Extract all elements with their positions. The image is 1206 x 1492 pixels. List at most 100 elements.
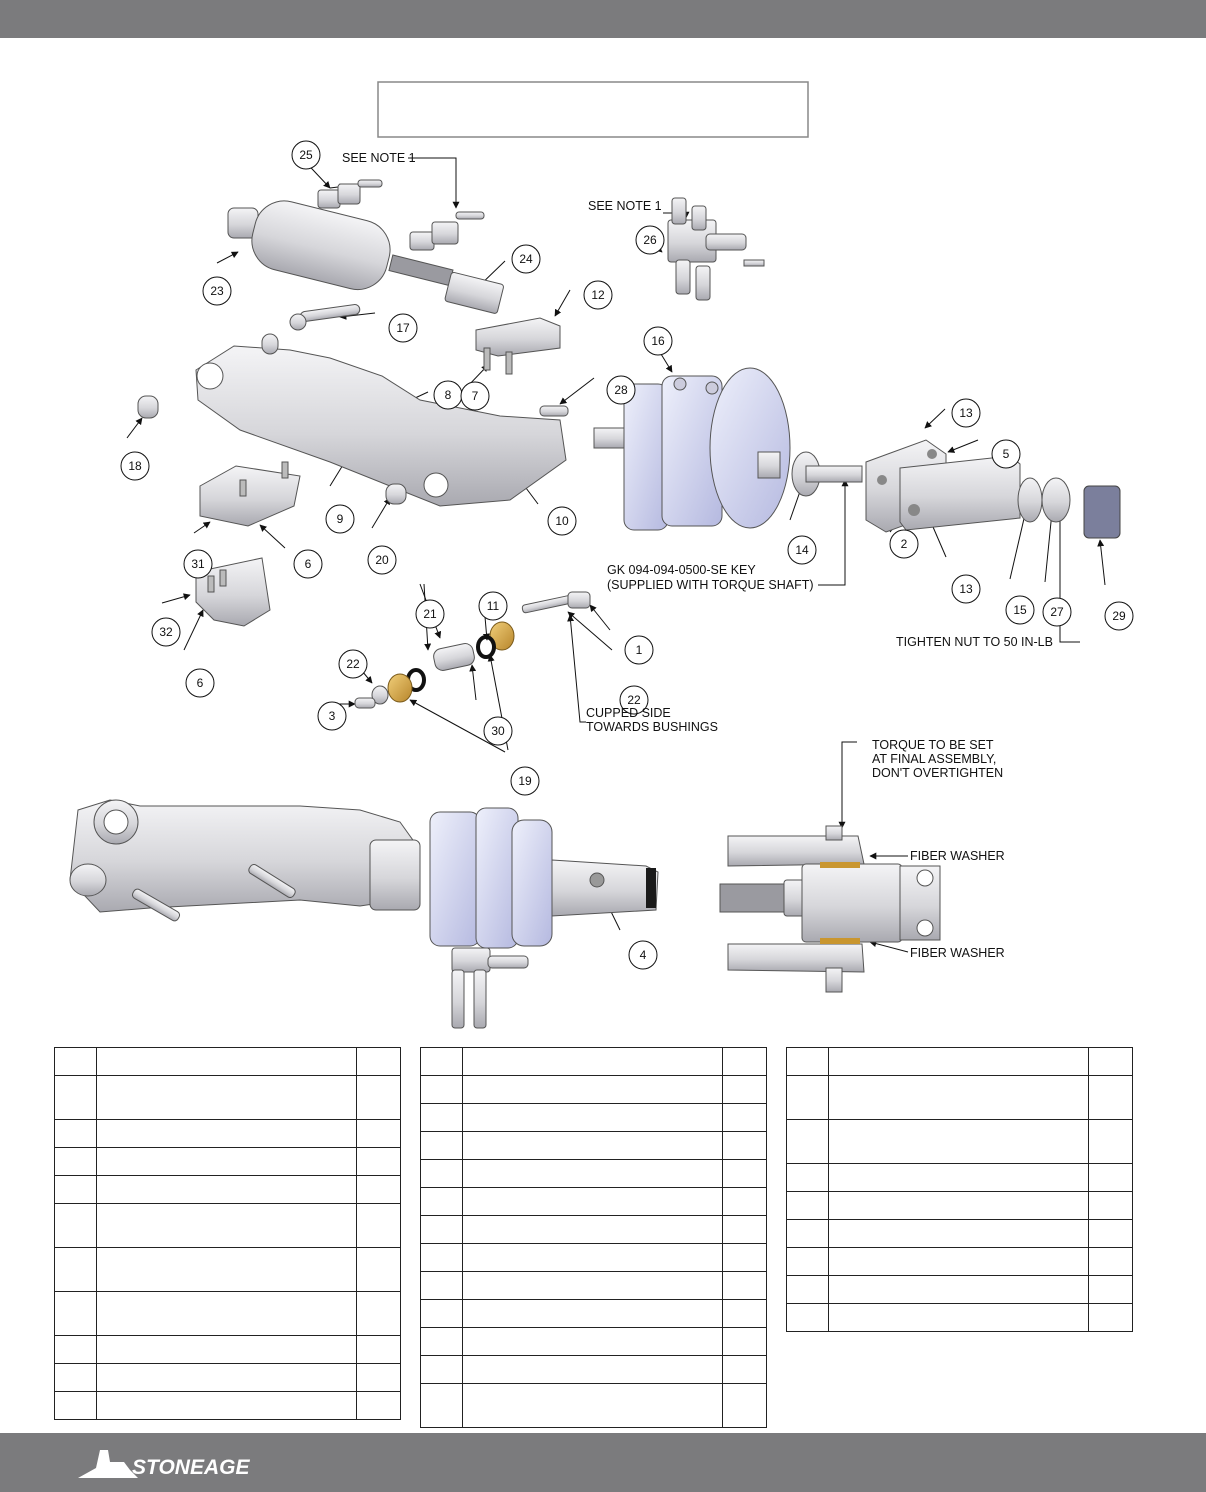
callout-number: 10	[555, 514, 569, 528]
key-label-line1: GK 094-094-0500-SE KEY	[607, 563, 756, 577]
table-cell	[722, 1383, 767, 1428]
table-cell	[828, 1075, 1089, 1120]
table-cell	[828, 1119, 1089, 1164]
callout-7: 7	[460, 381, 490, 411]
table-row	[54, 1175, 401, 1204]
callout-number: 20	[375, 553, 389, 567]
table-cell	[54, 1247, 97, 1292]
table-cell	[54, 1147, 97, 1176]
callout-20: 20	[367, 545, 397, 575]
table-cell	[462, 1131, 723, 1160]
callout-number: 28	[614, 383, 628, 397]
callout-number: 32	[159, 625, 173, 639]
callout-5: 5	[991, 439, 1021, 469]
table-cell	[828, 1047, 1089, 1076]
table-cell	[96, 1363, 357, 1392]
table-cell	[462, 1271, 723, 1300]
callout-number: 21	[423, 607, 437, 621]
table-cell	[356, 1247, 401, 1292]
table-cell	[722, 1243, 767, 1272]
table-cell	[786, 1163, 829, 1192]
arm-body-9	[195, 333, 567, 507]
callout-2: 2	[889, 529, 919, 559]
clamp-31	[199, 461, 301, 527]
callout-15: 15	[1005, 595, 1035, 625]
callout-number: 15	[1013, 603, 1027, 617]
fiber-washer-label-top: FIBER WASHER	[910, 849, 1005, 863]
table-cell	[722, 1271, 767, 1300]
callout-number: 7	[472, 389, 479, 403]
callout-number: 22	[346, 657, 360, 671]
top-header-bar	[0, 0, 1206, 38]
table-cell	[420, 1271, 463, 1300]
callout-6: 6	[293, 549, 323, 579]
table-cell	[356, 1175, 401, 1204]
assembled-view	[69, 799, 659, 1029]
table-cell	[420, 1327, 463, 1356]
fiber-washer-label-bottom: FIBER WASHER	[910, 946, 1005, 960]
see-note-label-b: SEE NOTE 1	[588, 199, 662, 213]
table-cell	[356, 1119, 401, 1148]
exploded-assembly-diagram: 2523242612171687281813591020316142131527…	[69, 81, 1134, 1029]
table-row	[786, 1163, 1133, 1192]
callout-19: 19	[510, 766, 540, 796]
callout-number: 11	[487, 599, 500, 613]
table-cell	[54, 1075, 97, 1120]
table-cell	[420, 1215, 463, 1244]
callout-number: 4	[640, 948, 647, 962]
callout-28: 28	[606, 375, 636, 405]
callout-number: 30	[491, 724, 505, 738]
table-cell	[54, 1047, 97, 1076]
table-cell	[420, 1103, 463, 1132]
callout-number: 19	[518, 774, 532, 788]
table-cell	[786, 1275, 829, 1304]
table-cell	[356, 1335, 401, 1364]
table-cell	[462, 1355, 723, 1384]
table-cell	[722, 1131, 767, 1160]
table-cell	[420, 1075, 463, 1104]
table-cell	[1088, 1303, 1133, 1332]
table-cell	[1088, 1075, 1133, 1120]
cupped-side-line1: CUPPED SIDE	[586, 706, 671, 720]
table-cell	[356, 1291, 401, 1336]
table-row	[786, 1075, 1133, 1120]
table-row	[420, 1383, 767, 1428]
tighten-nut-label: TIGHTEN NUT TO 50 IN-LB	[896, 635, 1053, 649]
callout-25: 25	[291, 140, 321, 170]
bushing-20	[385, 483, 407, 505]
table-row	[420, 1159, 767, 1188]
table-cell	[722, 1355, 767, 1384]
callout-18: 18	[120, 451, 150, 481]
table-cell	[96, 1119, 357, 1148]
table-cell	[356, 1363, 401, 1392]
table-cell	[420, 1047, 463, 1076]
callout-number: 12	[591, 288, 605, 302]
table-cell	[1088, 1163, 1133, 1192]
table-cell	[722, 1159, 767, 1188]
air-cylinder-23	[227, 200, 504, 314]
table-row	[420, 1243, 767, 1272]
callout-number: 17	[396, 321, 410, 335]
table-cell	[1088, 1275, 1133, 1304]
table-row	[420, 1271, 767, 1300]
table-cell	[786, 1303, 829, 1332]
table-cell	[722, 1187, 767, 1216]
table-row	[54, 1247, 401, 1292]
table-row	[786, 1275, 1133, 1304]
callout-13: 13	[951, 398, 981, 428]
table-row	[420, 1131, 767, 1160]
table-cell	[420, 1299, 463, 1328]
table-cell	[96, 1075, 357, 1120]
table-cell	[786, 1219, 829, 1248]
table-cell	[462, 1075, 723, 1104]
callout-4: 4	[628, 940, 658, 970]
table-cell	[786, 1191, 829, 1220]
table-cell	[462, 1103, 723, 1132]
table-cell	[462, 1159, 723, 1188]
table-cell	[1088, 1219, 1133, 1248]
table-cell	[786, 1075, 829, 1120]
table-row	[786, 1219, 1133, 1248]
callout-16: 16	[643, 326, 673, 356]
detail-view	[719, 825, 941, 993]
table-cell	[356, 1047, 401, 1076]
